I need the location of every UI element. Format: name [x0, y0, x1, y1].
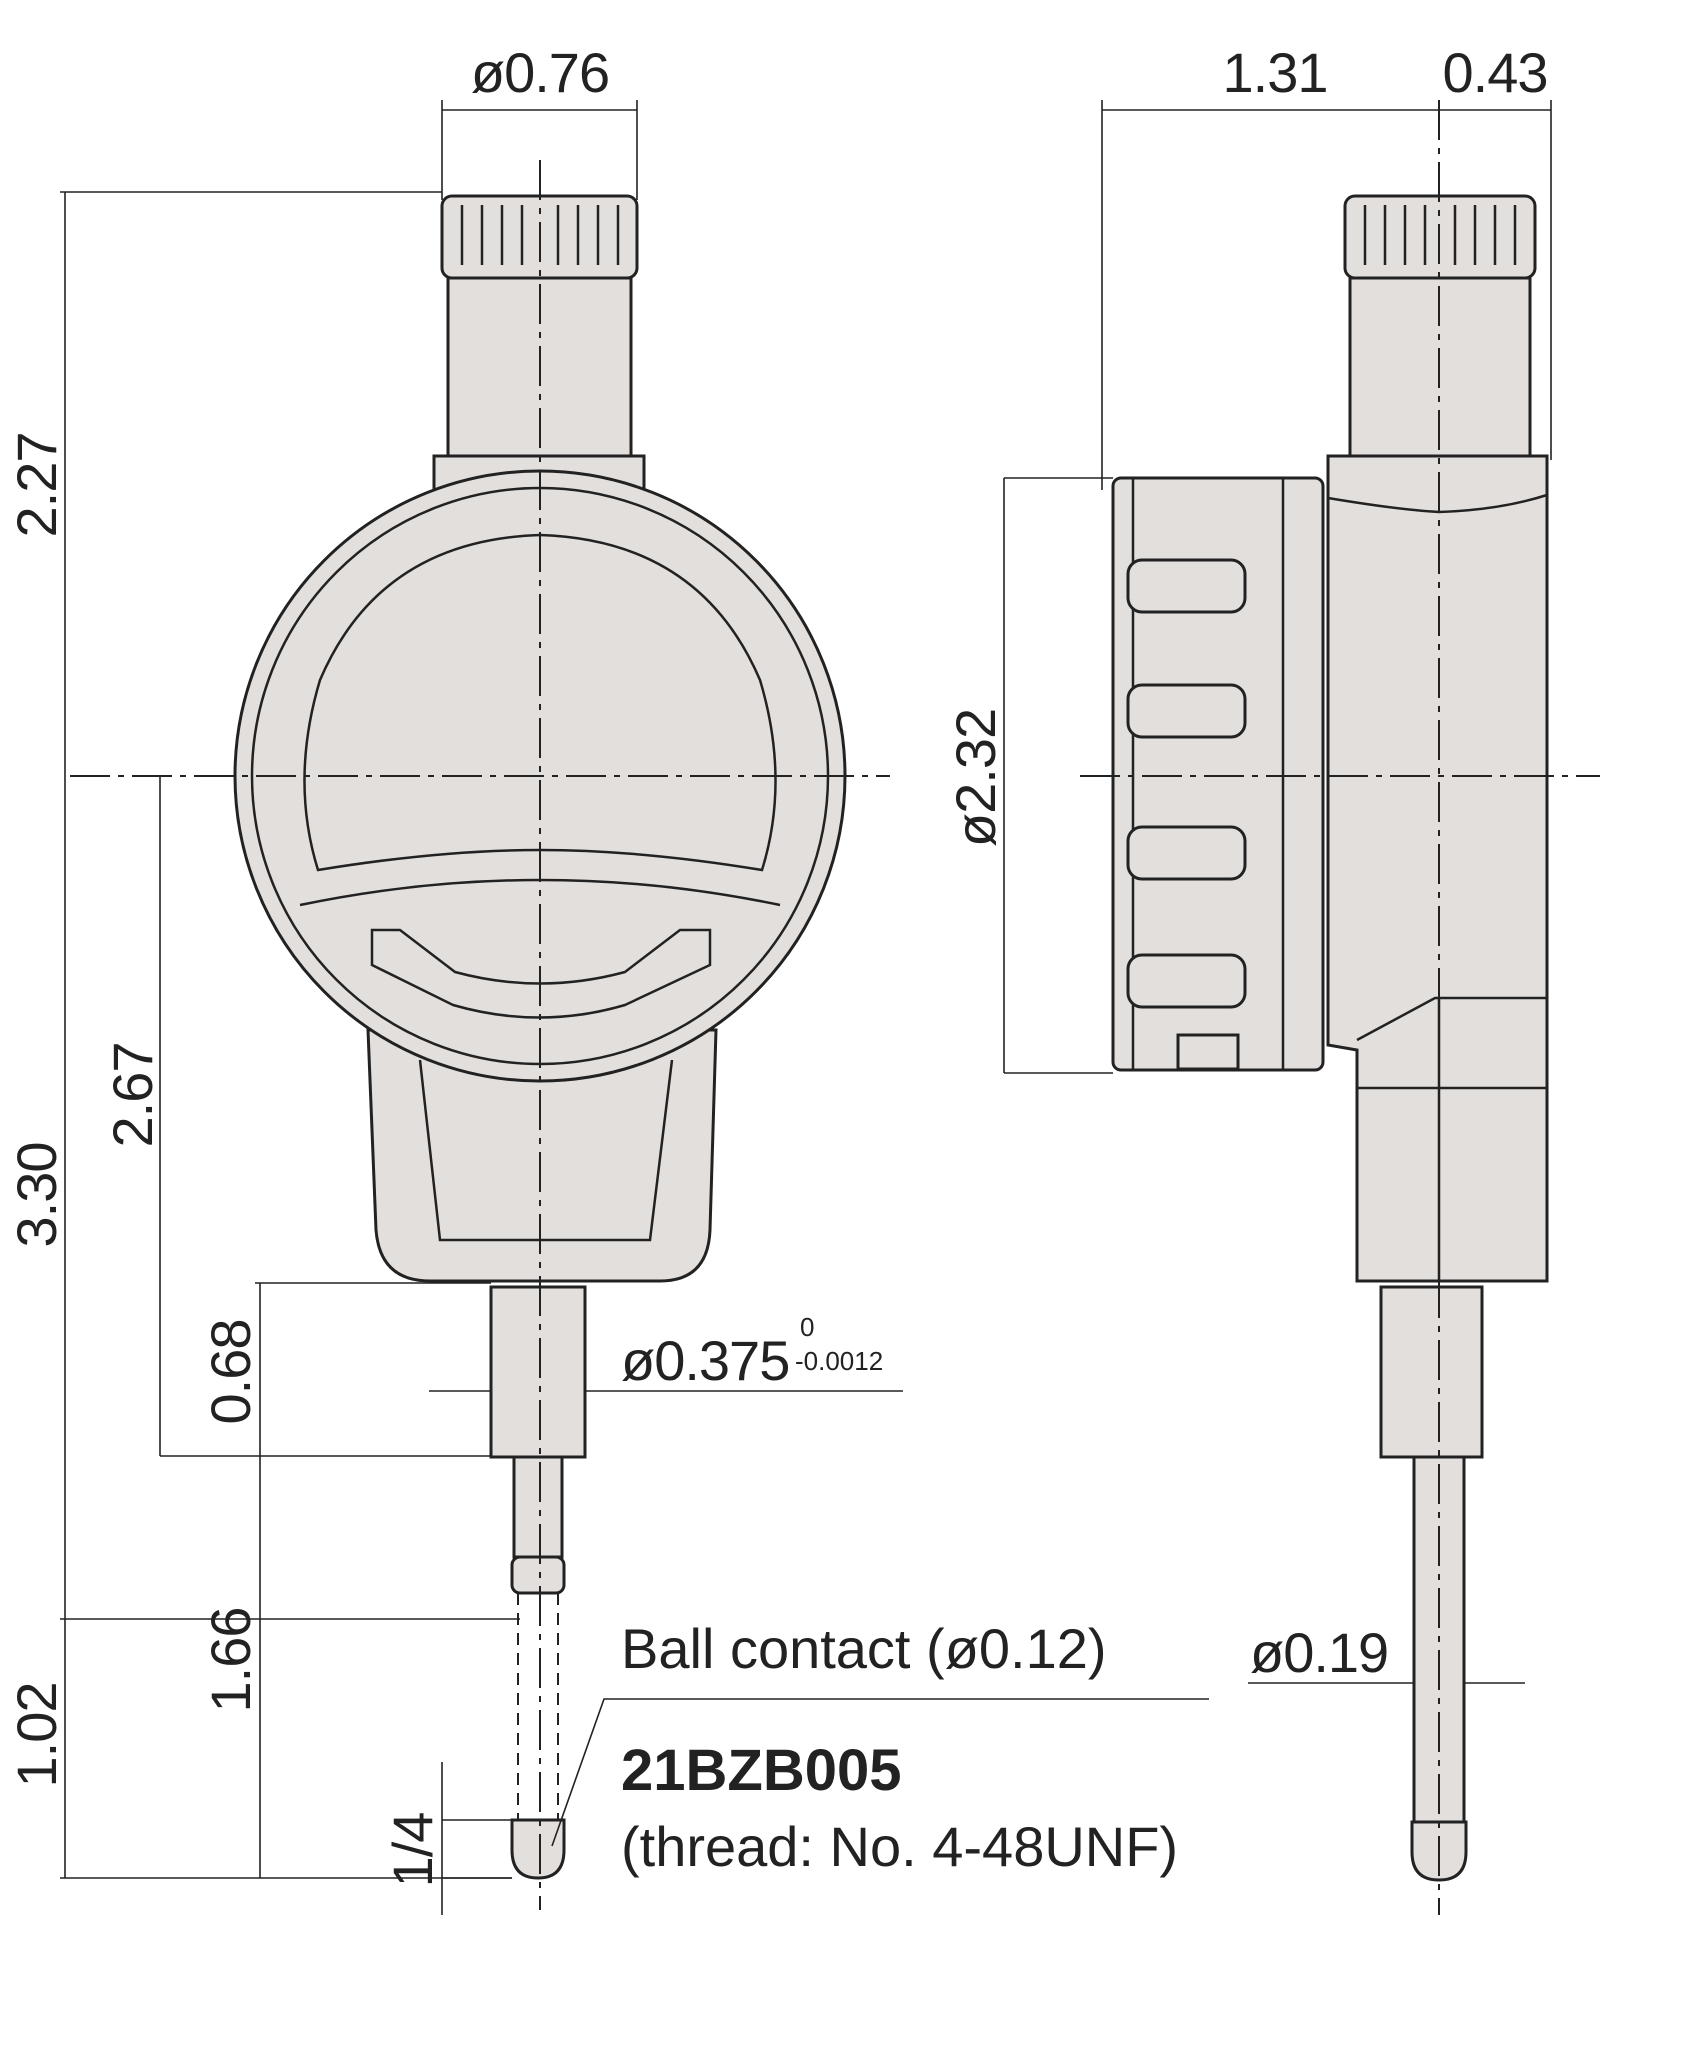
dimension-lines: [60, 100, 1552, 1915]
dim-stem-diameter: ø0.375: [621, 1329, 789, 1392]
knob-knurling: [460, 205, 620, 265]
side-body: [1326, 454, 1549, 1283]
front-spindle: [512, 1455, 564, 1559]
front-contact-point: [510, 1818, 566, 1880]
front-stem: [489, 1285, 587, 1459]
side-button[interactable]: [1126, 558, 1247, 614]
dim-stem-length: 0.68: [199, 1320, 262, 1425]
dim-contact-length: 1.66: [199, 1608, 262, 1713]
front-view: [70, 160, 890, 1910]
note-contact-model: 21BZB005: [621, 1738, 901, 1803]
dim-upper-height: 2.27: [5, 433, 68, 538]
dim-depth-back: 1.31: [1223, 41, 1328, 104]
dim-spindle-diameter: ø0.19: [1250, 1621, 1388, 1684]
dim-stem-tol-upper: 0: [800, 1312, 814, 1342]
dim-stroke-extra: 1.02: [5, 1683, 68, 1788]
note-thread: (thread: No. 4-48UNF): [621, 1815, 1178, 1878]
dim-bezel-diameter: ø2.32: [944, 709, 1007, 847]
side-port: [1176, 1033, 1240, 1071]
dim-thread-length: 1/4: [381, 1813, 444, 1888]
dim-depth-front: 0.43: [1443, 41, 1548, 104]
side-button[interactable]: [1126, 825, 1247, 881]
side-stem: [1379, 1285, 1484, 1459]
dim-center-to-stem: 2.67: [101, 1043, 164, 1148]
front-lower-panel: [418, 1059, 674, 1242]
side-buttons: [1126, 558, 1247, 1071]
dim-lower-height: 3.30: [5, 1143, 68, 1248]
side-button[interactable]: [1126, 953, 1247, 1009]
contact-retracted-outline: [517, 1593, 559, 1820]
side-knob-knurling: [1363, 205, 1517, 265]
dim-stem-tol-lower: -0.0012: [795, 1346, 883, 1376]
front-lower-body: [366, 1028, 718, 1283]
side-button[interactable]: [1126, 683, 1247, 739]
note-ball-contact: Ball contact (ø0.12): [621, 1617, 1107, 1680]
dim-knob-diameter: ø0.76: [471, 41, 609, 104]
side-view: [1080, 100, 1600, 1915]
front-contact-upper: [510, 1555, 566, 1595]
buttons-panel: [370, 928, 712, 1019]
